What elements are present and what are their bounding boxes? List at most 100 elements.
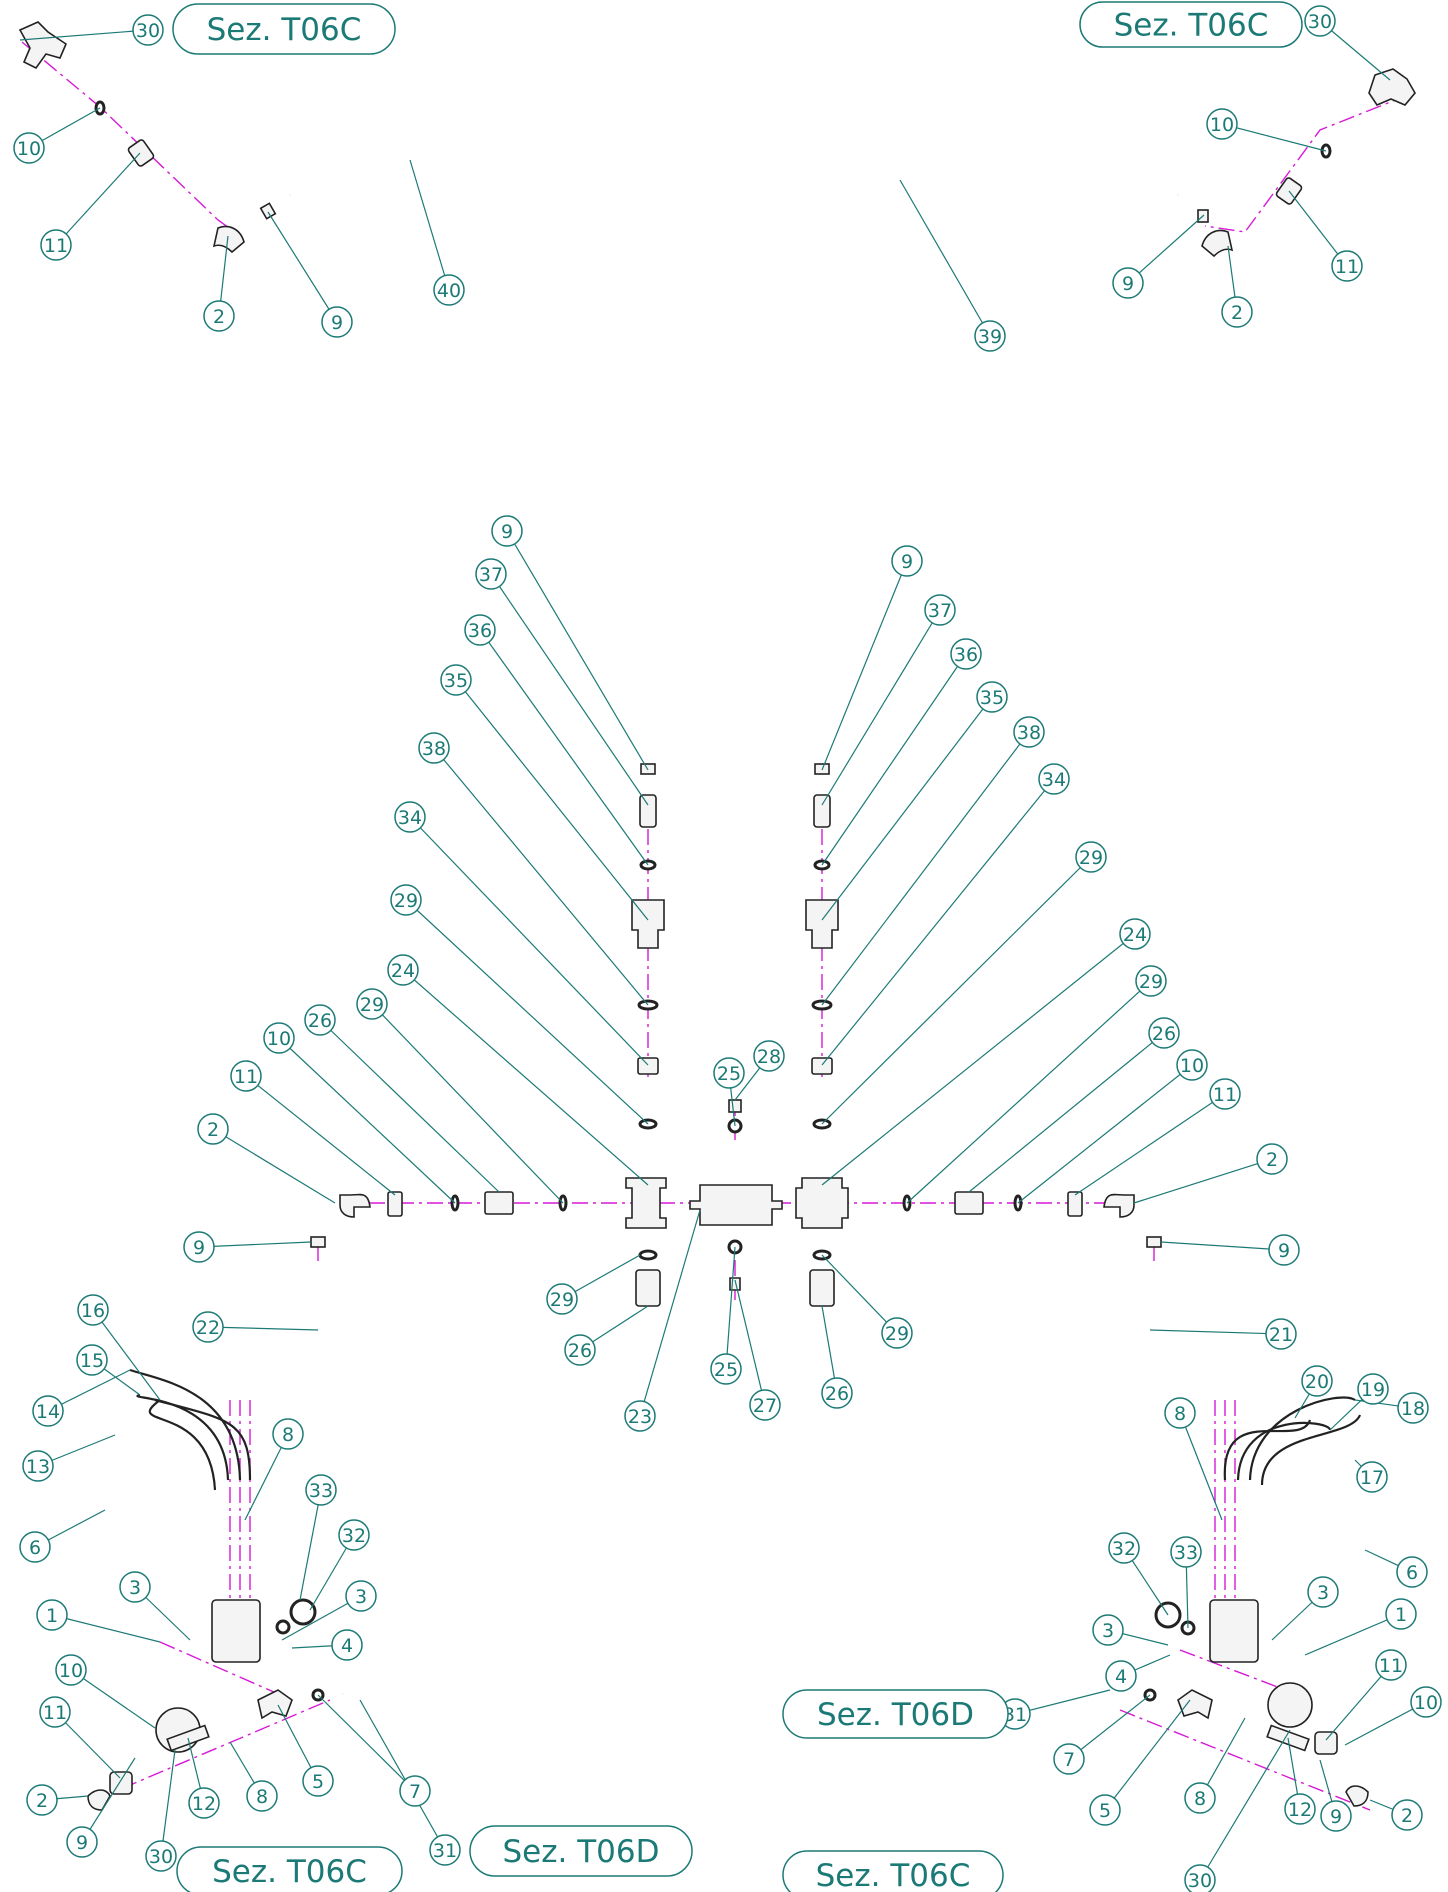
callout-circle [1221, 296, 1253, 328]
callout-number: 20 [1305, 1371, 1329, 1393]
leader-line [968, 1032, 1165, 1193]
callout-circle [1053, 1743, 1085, 1775]
callout-circle [1375, 1649, 1407, 1681]
nipple-26-left [484, 1191, 514, 1215]
section-reference: Sez. T06D [469, 1825, 693, 1877]
part-callout-10: 10 [13, 132, 45, 164]
part-callout-33: 33 [305, 1474, 337, 1506]
spray-nozzle-top-right [1368, 68, 1416, 106]
leader-line [433, 747, 649, 1006]
part-callout-11: 11 [1375, 1649, 1407, 1681]
part-callout-16: 16 [77, 1294, 109, 1326]
nipple-26-right-bottom [809, 1269, 835, 1307]
part-callout-17: 17 [1356, 1461, 1388, 1493]
valve-35-left [631, 899, 665, 949]
part-callout-2: 2 [203, 300, 235, 332]
part-callout-24: 24 [1119, 918, 1151, 950]
part-callout-7: 7 [399, 1775, 431, 1807]
callout-number: 37 [479, 564, 503, 586]
callout-number: 1 [1395, 1604, 1407, 1626]
part-callout-8: 8 [246, 1780, 278, 1812]
callout-circle [749, 1389, 781, 1421]
callout-circle [119, 1571, 151, 1603]
components [18, 21, 1416, 1811]
callout-number: 15 [80, 1350, 104, 1372]
callout-circle [1164, 1397, 1196, 1429]
part-callout-33: 33 [1170, 1536, 1202, 1568]
part-callout-37: 37 [475, 558, 507, 590]
part-callout-3: 3 [1307, 1576, 1339, 1608]
part-callout-3: 3 [119, 1571, 151, 1603]
nipple-26-right [954, 1191, 984, 1215]
callout-circle [39, 1696, 71, 1728]
leader-line [821, 653, 967, 866]
callout-circle [331, 1629, 363, 1661]
callout-number: 24 [1123, 924, 1147, 946]
part-callout-10: 10 [1176, 1049, 1208, 1081]
leader-line [405, 899, 649, 1125]
callout-number: 2 [213, 306, 225, 328]
callout-number: 2 [1401, 1805, 1413, 1827]
callout-number: 35 [444, 670, 468, 692]
callout-number: 7 [409, 1781, 421, 1803]
callout-number: 9 [901, 551, 913, 573]
callout-number: 10 [1414, 1692, 1438, 1714]
section-reference: Sez. T06C [172, 3, 396, 55]
callout-circle [1089, 1794, 1121, 1826]
callout-circle [491, 515, 523, 547]
nut-11-right [1067, 1191, 1083, 1217]
leader-line [317, 1694, 416, 1792]
callout-number: 5 [312, 1771, 324, 1793]
leader-line [821, 696, 993, 921]
tap-5-right [1177, 1689, 1213, 1720]
part-callout-10: 10 [55, 1654, 87, 1686]
section-reference: Sez. T06C [782, 1850, 1004, 1892]
part-callout-24: 24 [387, 954, 419, 986]
part-callout-20: 20 [1301, 1365, 1333, 1397]
part-callout-25: 25 [713, 1057, 745, 1089]
leader-line [207, 1326, 319, 1331]
part-callout-32: 32 [338, 1519, 370, 1551]
callout-circle [390, 884, 422, 916]
callout-number: 26 [308, 1010, 332, 1032]
callout-circle [32, 1395, 64, 1427]
callout-number: 14 [36, 1401, 60, 1423]
part-callout-8: 8 [1184, 1782, 1216, 1814]
part-callout-6: 6 [1396, 1556, 1428, 1588]
leader-line [725, 1246, 736, 1370]
leader-line [212, 1128, 336, 1204]
callout-number: 29 [394, 890, 418, 912]
leader-line [51, 1614, 161, 1643]
callout-circle [1038, 763, 1070, 795]
callout-number: 10 [1210, 114, 1234, 136]
section-reference: Sez. T06C [1079, 1, 1303, 48]
leader-line [92, 1309, 161, 1401]
bushing-9-right [1146, 1236, 1162, 1248]
hoses [129, 140, 1362, 1698]
leader-line [278, 1037, 456, 1204]
callout-circle [26, 1784, 58, 1816]
part-callout-26: 26 [1148, 1017, 1180, 1049]
callout-circle [1304, 5, 1336, 37]
callout-circle [1301, 1365, 1333, 1397]
part-callout-38: 38 [1013, 716, 1045, 748]
callout-circle [203, 300, 235, 332]
bushing-9-top-left [259, 202, 277, 220]
part-callout-5: 5 [1089, 1794, 1121, 1826]
callout-number: 18 [1401, 1398, 1425, 1420]
callout-number: 30 [136, 20, 160, 42]
part-callout-29: 29 [546, 1283, 578, 1315]
callout-circle [272, 1418, 304, 1450]
part-callout-12: 12 [188, 1787, 220, 1819]
callout-number: 10 [267, 1028, 291, 1050]
callout-number: 9 [1122, 273, 1134, 295]
callout-number: 3 [1317, 1582, 1329, 1604]
control-valve-block-left [211, 1599, 261, 1663]
part-callout-36: 36 [950, 638, 982, 670]
leader-line [479, 629, 649, 866]
leader-line [1304, 1613, 1402, 1656]
leader-line [1014, 1689, 1111, 1715]
part-callout-9: 9 [321, 306, 353, 338]
tee-24-right [795, 1177, 849, 1229]
